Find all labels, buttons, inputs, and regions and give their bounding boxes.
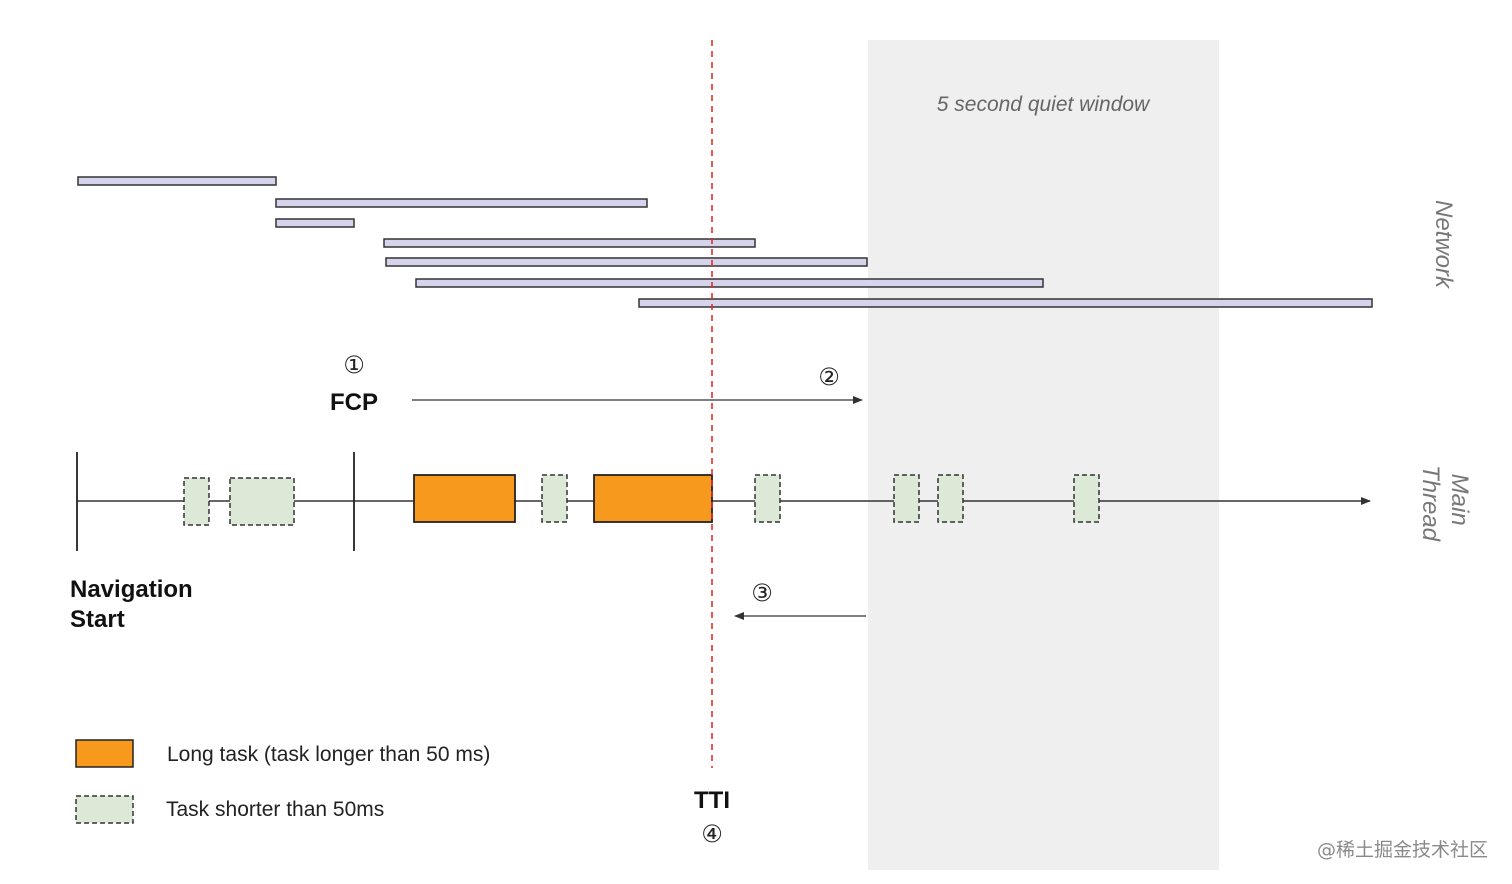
network-requests — [77, 176, 1373, 308]
short-task — [1073, 474, 1100, 523]
long-tasks — [413, 474, 713, 523]
main-thread-label: Main Thread — [1417, 465, 1473, 542]
main-thread-label-line2: Thread — [1417, 465, 1444, 542]
legend-long-task-swatch — [75, 739, 134, 768]
fcp-label: FCP — [330, 389, 378, 416]
legend-short-task-swatch — [75, 795, 134, 824]
network-request-bar — [383, 238, 756, 248]
step-3-marker: ③ — [751, 579, 773, 607]
main-thread-label-line1: Main — [1446, 474, 1473, 526]
short-tasks — [183, 474, 1100, 526]
network-request-bar — [275, 198, 648, 208]
navigation-start-line1: Navigation — [70, 576, 193, 603]
quiet-window-label: 5 second quiet window — [937, 93, 1151, 116]
navigation-start-line2: Start — [70, 606, 125, 633]
step-4-marker: ④ — [701, 820, 723, 848]
step-2-marker: ② — [818, 363, 840, 391]
network-request-bar — [415, 278, 1044, 288]
network-label: Network — [1430, 200, 1457, 290]
network-request-bar — [638, 298, 1373, 308]
legend-short-task-label: Task shorter than 50ms — [166, 798, 384, 821]
step-1-marker: ① — [343, 351, 365, 379]
legend-long-task-label: Long task (task longer than 50 ms) — [167, 743, 490, 766]
short-task — [754, 474, 781, 523]
short-task — [893, 474, 920, 523]
tti-label: TTI — [694, 787, 730, 814]
network-request-bar — [77, 176, 277, 186]
long-task — [593, 474, 713, 523]
network-request-bar — [385, 257, 868, 267]
network-request-bar — [275, 218, 355, 228]
short-task — [229, 477, 295, 526]
quiet-window-region — [868, 40, 1219, 870]
short-task — [183, 477, 210, 526]
watermark: @稀土掘金技术社区 — [1316, 839, 1488, 861]
short-task — [937, 474, 964, 523]
long-task — [413, 474, 516, 523]
navigation-start-label: Navigation Start — [70, 576, 199, 633]
short-task — [541, 474, 568, 523]
